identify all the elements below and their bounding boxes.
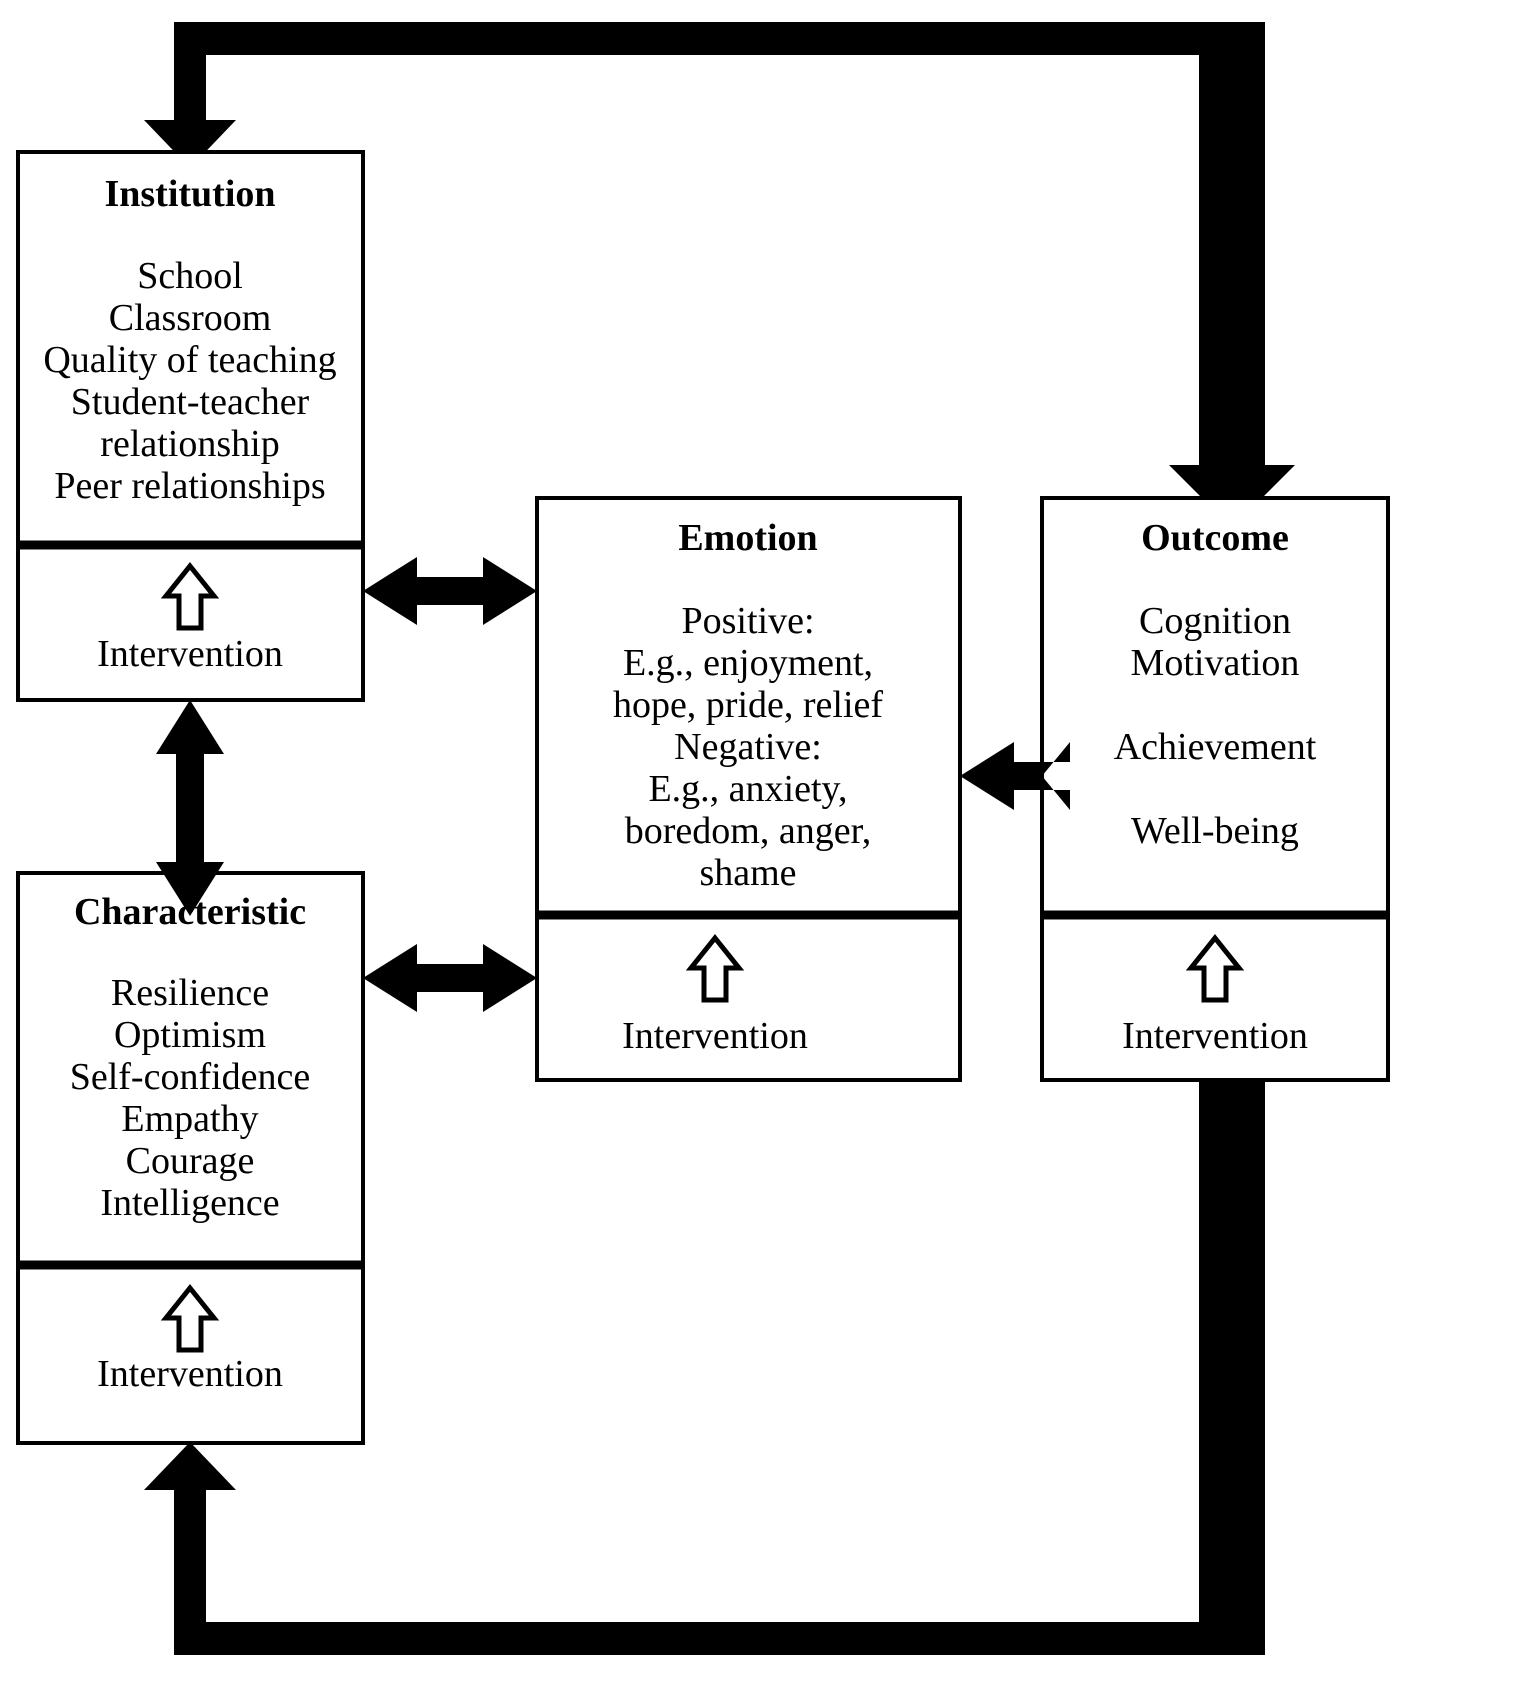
connector-characteristic-emotion: [363, 944, 537, 1012]
outcome-line-1: Motivation: [1131, 642, 1300, 684]
institution-intervention-label: Intervention: [97, 633, 283, 675]
box-outcome[interactable]: Outcome Cognition Motivation Achievement…: [1040, 496, 1390, 1082]
box-emotion[interactable]: Emotion Positive: E.g., enjoyment, hope,…: [535, 496, 962, 1082]
connector-outcome-to-characteristic-feedback: [144, 1080, 1265, 1655]
outcome-intervention-label: Intervention: [1122, 1015, 1308, 1057]
institution-line-1: Classroom: [109, 297, 272, 339]
connector-institution-emotion: [363, 557, 537, 625]
characteristic-line-4: Courage: [126, 1140, 255, 1182]
characteristic-line-2: Self-confidence: [70, 1056, 311, 1098]
outcome-line-0: Cognition: [1139, 600, 1291, 642]
emotion-title: Emotion: [678, 517, 817, 559]
emotion-intervention-label: Intervention: [622, 1015, 808, 1057]
institution-intervention-up-arrow-icon: [160, 561, 220, 631]
characteristic-line-0: Resilience: [111, 972, 269, 1014]
emotion-line-5: boredom, anger,: [625, 810, 871, 852]
emotion-intervention-up-arrow-icon: [685, 933, 745, 1003]
institution-title: Institution: [104, 173, 275, 215]
connector-institution-characteristic: [156, 700, 224, 916]
box-institution[interactable]: Institution School Classroom Quality of …: [16, 150, 365, 702]
characteristic-line-5: Intelligence: [100, 1182, 279, 1224]
emotion-box-outline: [535, 496, 962, 1082]
characteristic-intervention-label: Intervention: [97, 1353, 283, 1395]
outcome-title: Outcome: [1141, 517, 1289, 559]
characteristic-line-3: Empathy: [121, 1098, 258, 1140]
emotion-line-3: Negative:: [674, 726, 822, 768]
outcome-line-5: Well-being: [1131, 810, 1299, 852]
institution-line-0: School: [137, 255, 243, 297]
connector-emotion-outcome: [960, 742, 1070, 810]
institution-line-3: Student-teacher: [71, 381, 310, 423]
outcome-line-3: Achievement: [1114, 726, 1317, 768]
emotion-line-1: E.g., enjoyment,: [623, 642, 873, 684]
box-characteristic[interactable]: Characteristic Resilience Optimism Self-…: [16, 871, 365, 1445]
institution-line-2: Quality of teaching: [43, 339, 336, 381]
characteristic-line-1: Optimism: [114, 1014, 266, 1056]
emotion-line-0: Positive:: [681, 600, 814, 642]
emotion-line-2: hope, pride, relief: [613, 684, 883, 726]
institution-line-4: relationship: [100, 423, 279, 465]
outcome-intervention-up-arrow-icon: [1185, 933, 1245, 1003]
characteristic-intervention-up-arrow-icon: [160, 1283, 220, 1353]
emotion-line-4: E.g., anxiety,: [648, 768, 847, 810]
emotion-line-6: shame: [699, 852, 796, 894]
institution-line-5: Peer relationships: [54, 465, 325, 507]
connector-outcome-to-institution-feedback: [144, 22, 1295, 528]
